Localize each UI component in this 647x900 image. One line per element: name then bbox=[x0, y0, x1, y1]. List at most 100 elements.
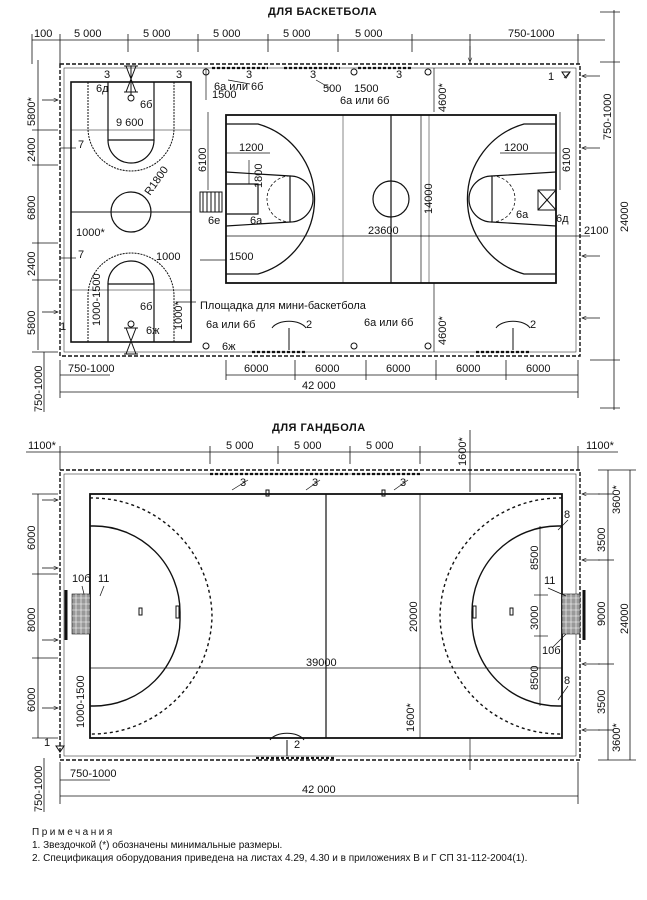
hb-callout-10b-left: 10б bbox=[72, 573, 91, 585]
bb-callout-6b: 6б bbox=[140, 99, 152, 111]
bb-left-dim-2: 6800 bbox=[26, 196, 38, 220]
bb-callout-6a-left: 6а bbox=[250, 215, 263, 227]
bb-top-1500b: 1500 bbox=[354, 83, 378, 95]
hb-right-outer-3: 3500 bbox=[596, 690, 608, 714]
bb-dim-4600-top: 4600* bbox=[437, 83, 449, 112]
bb-dim-1800: 1800 bbox=[253, 164, 265, 188]
hb-left-small: 1000-1500 bbox=[75, 675, 87, 728]
note-1: 1. Звездочкой (*) обозначены минимальные… bbox=[32, 840, 283, 851]
bb-bottom-dimension bbox=[43, 352, 579, 412]
hb-left-dim-1: 8000 bbox=[26, 608, 38, 632]
hb-top-right: 1100* bbox=[586, 440, 615, 452]
bb-top-dim-2: 5 000 bbox=[143, 28, 171, 40]
note-2: 2. Спецификация оборудования приведена н… bbox=[32, 853, 528, 864]
bb-right-dim-total: 24000 bbox=[619, 201, 631, 232]
bb-dim-6100-right: 6100 bbox=[561, 148, 573, 172]
bb-callout-7b: 7 bbox=[78, 249, 84, 261]
bb-dim-1200-left: 1200 bbox=[239, 142, 263, 154]
hb-bottom-dimension bbox=[43, 758, 579, 812]
bb-callout-2a: 2 bbox=[306, 319, 312, 331]
bb-callout-3e: 3 bbox=[396, 69, 402, 81]
bb-callout-6bd: 6д bbox=[96, 83, 109, 95]
bb-callout-6b-bottom: 6б bbox=[140, 301, 152, 313]
hb-goal-left bbox=[64, 590, 91, 640]
bb-callout-3a: 3 bbox=[104, 69, 110, 81]
notes: Примечания 1. Звездочкой (*) обозначены … bbox=[32, 826, 632, 865]
bb-bottom-dim-4: 6000 bbox=[526, 363, 550, 375]
mini-dim-r1800: R1800 bbox=[143, 164, 171, 197]
hb-callout-11-right: 11 bbox=[544, 575, 555, 587]
hb-top-dimension bbox=[26, 430, 618, 492]
hb-top-left: 1100* bbox=[28, 440, 57, 452]
bb-callout-or1: 6а или 6б bbox=[214, 81, 263, 93]
bb-left-dimension bbox=[32, 60, 58, 353]
bb-top-dim-3: 5 000 bbox=[213, 28, 241, 40]
hb-court-width: 20000 bbox=[408, 601, 420, 632]
hb-dim-1600-bottom: 1600* bbox=[405, 703, 417, 732]
bb-callout-6e: 6е bbox=[208, 215, 220, 227]
bb-right-arrows bbox=[42, 46, 600, 318]
hb-left-bottom-dim: 750-1000 bbox=[33, 766, 45, 813]
hb-callout-3b: 3 bbox=[312, 477, 318, 489]
hb-callout-11-left: 11 bbox=[98, 573, 109, 585]
bb-left-dim-1: 2400 bbox=[26, 138, 38, 162]
bb-left-bottom-dim: 750-1000 bbox=[33, 366, 45, 413]
mini-backboard-bottom bbox=[124, 320, 138, 355]
bb-court-dimensions bbox=[200, 68, 590, 352]
mini-dim-1000b: 1000* bbox=[173, 301, 185, 330]
hb-right-outer-1: 3500 bbox=[596, 528, 608, 552]
hb-bottom-total: 42 000 bbox=[302, 784, 336, 796]
bb-callout-3b: 3 bbox=[176, 69, 182, 81]
hb-callout-8a: 8 bbox=[564, 509, 570, 521]
bb-court-length: 23600 bbox=[368, 225, 399, 237]
hb-callout-10b-right: 10б bbox=[542, 645, 561, 657]
bb-callout-6zh-b: 6ж bbox=[222, 341, 236, 353]
bb-callout-2b: 2 bbox=[530, 319, 536, 331]
mini-court-label: Площадка для мини-баскетбола bbox=[200, 300, 367, 312]
basketball-title: ДЛЯ БАСКЕТБОЛА bbox=[268, 6, 377, 18]
bb-top-1500a: 1500 bbox=[212, 89, 236, 101]
handball-title: ДЛЯ ГАНДБОЛА bbox=[272, 422, 366, 434]
bb-top-500: 500 bbox=[323, 83, 341, 95]
hb-right-inner-1: 3000 bbox=[529, 606, 541, 630]
bb-right-dimension bbox=[590, 10, 620, 410]
mini-dim-1000-1500: 1000-1500 bbox=[91, 273, 103, 326]
bb-top-dim-6: 750-1000 bbox=[508, 28, 555, 40]
hb-court-length: 39000 bbox=[306, 657, 337, 669]
hb-goal-right bbox=[561, 590, 586, 640]
bb-bottom-dim-0: 6000 bbox=[244, 363, 268, 375]
bb-left-dim-4: 5800 bbox=[26, 311, 38, 335]
bb-callout-3c: 3 bbox=[246, 69, 252, 81]
bb-callout-1-bottom: 1 bbox=[60, 321, 66, 333]
bb-bottom-dim-1: 6000 bbox=[315, 363, 339, 375]
hb-right-outer-0: 3600* bbox=[611, 485, 623, 514]
hb-top-dim-2: 5 000 bbox=[366, 440, 394, 452]
hb-equipment bbox=[55, 489, 386, 756]
bb-callout-7a: 7 bbox=[78, 139, 84, 151]
notes-heading: Примечания bbox=[32, 827, 115, 838]
mini-backboard-top bbox=[124, 65, 138, 102]
bb-callout-or3: 6а или 6б bbox=[206, 319, 255, 331]
basketball-court bbox=[225, 114, 557, 284]
bb-left-dim-3: 2400 bbox=[26, 252, 38, 276]
bb-callout-or2: 6а или 6б bbox=[340, 95, 389, 107]
hb-left-dimension bbox=[32, 493, 58, 739]
hb-dim-1600-top: 1600* bbox=[457, 437, 469, 466]
handball-court bbox=[89, 493, 563, 739]
hb-right-total: 24000 bbox=[619, 603, 631, 634]
bb-hall-boundary bbox=[59, 63, 581, 357]
hb-court-dimensions bbox=[90, 494, 562, 770]
hb-callout-1: 1 bbox=[44, 737, 50, 749]
hb-callout-8b: 8 bbox=[564, 675, 570, 687]
mini-dim-9600: 9 600 bbox=[116, 117, 144, 129]
hb-right-inner-2: 8500 bbox=[529, 666, 541, 690]
hb-right-outer-2: 9000 bbox=[596, 602, 608, 626]
bb-bottom-dim-2: 6000 bbox=[386, 363, 410, 375]
hb-left-dim-0: 6000 bbox=[26, 526, 38, 550]
bb-callout-6a-right: 6а bbox=[516, 209, 529, 221]
bb-callout-or4: 6а или 6б bbox=[364, 317, 413, 329]
handball-section: ДЛЯ ГАНДБОЛА 1100* 1100* 5 000 5 000 5 0… bbox=[26, 422, 636, 812]
bb-top-dim-1: 5 000 bbox=[74, 28, 102, 40]
bb-benches bbox=[212, 66, 530, 354]
hb-top-dim-1: 5 000 bbox=[294, 440, 322, 452]
